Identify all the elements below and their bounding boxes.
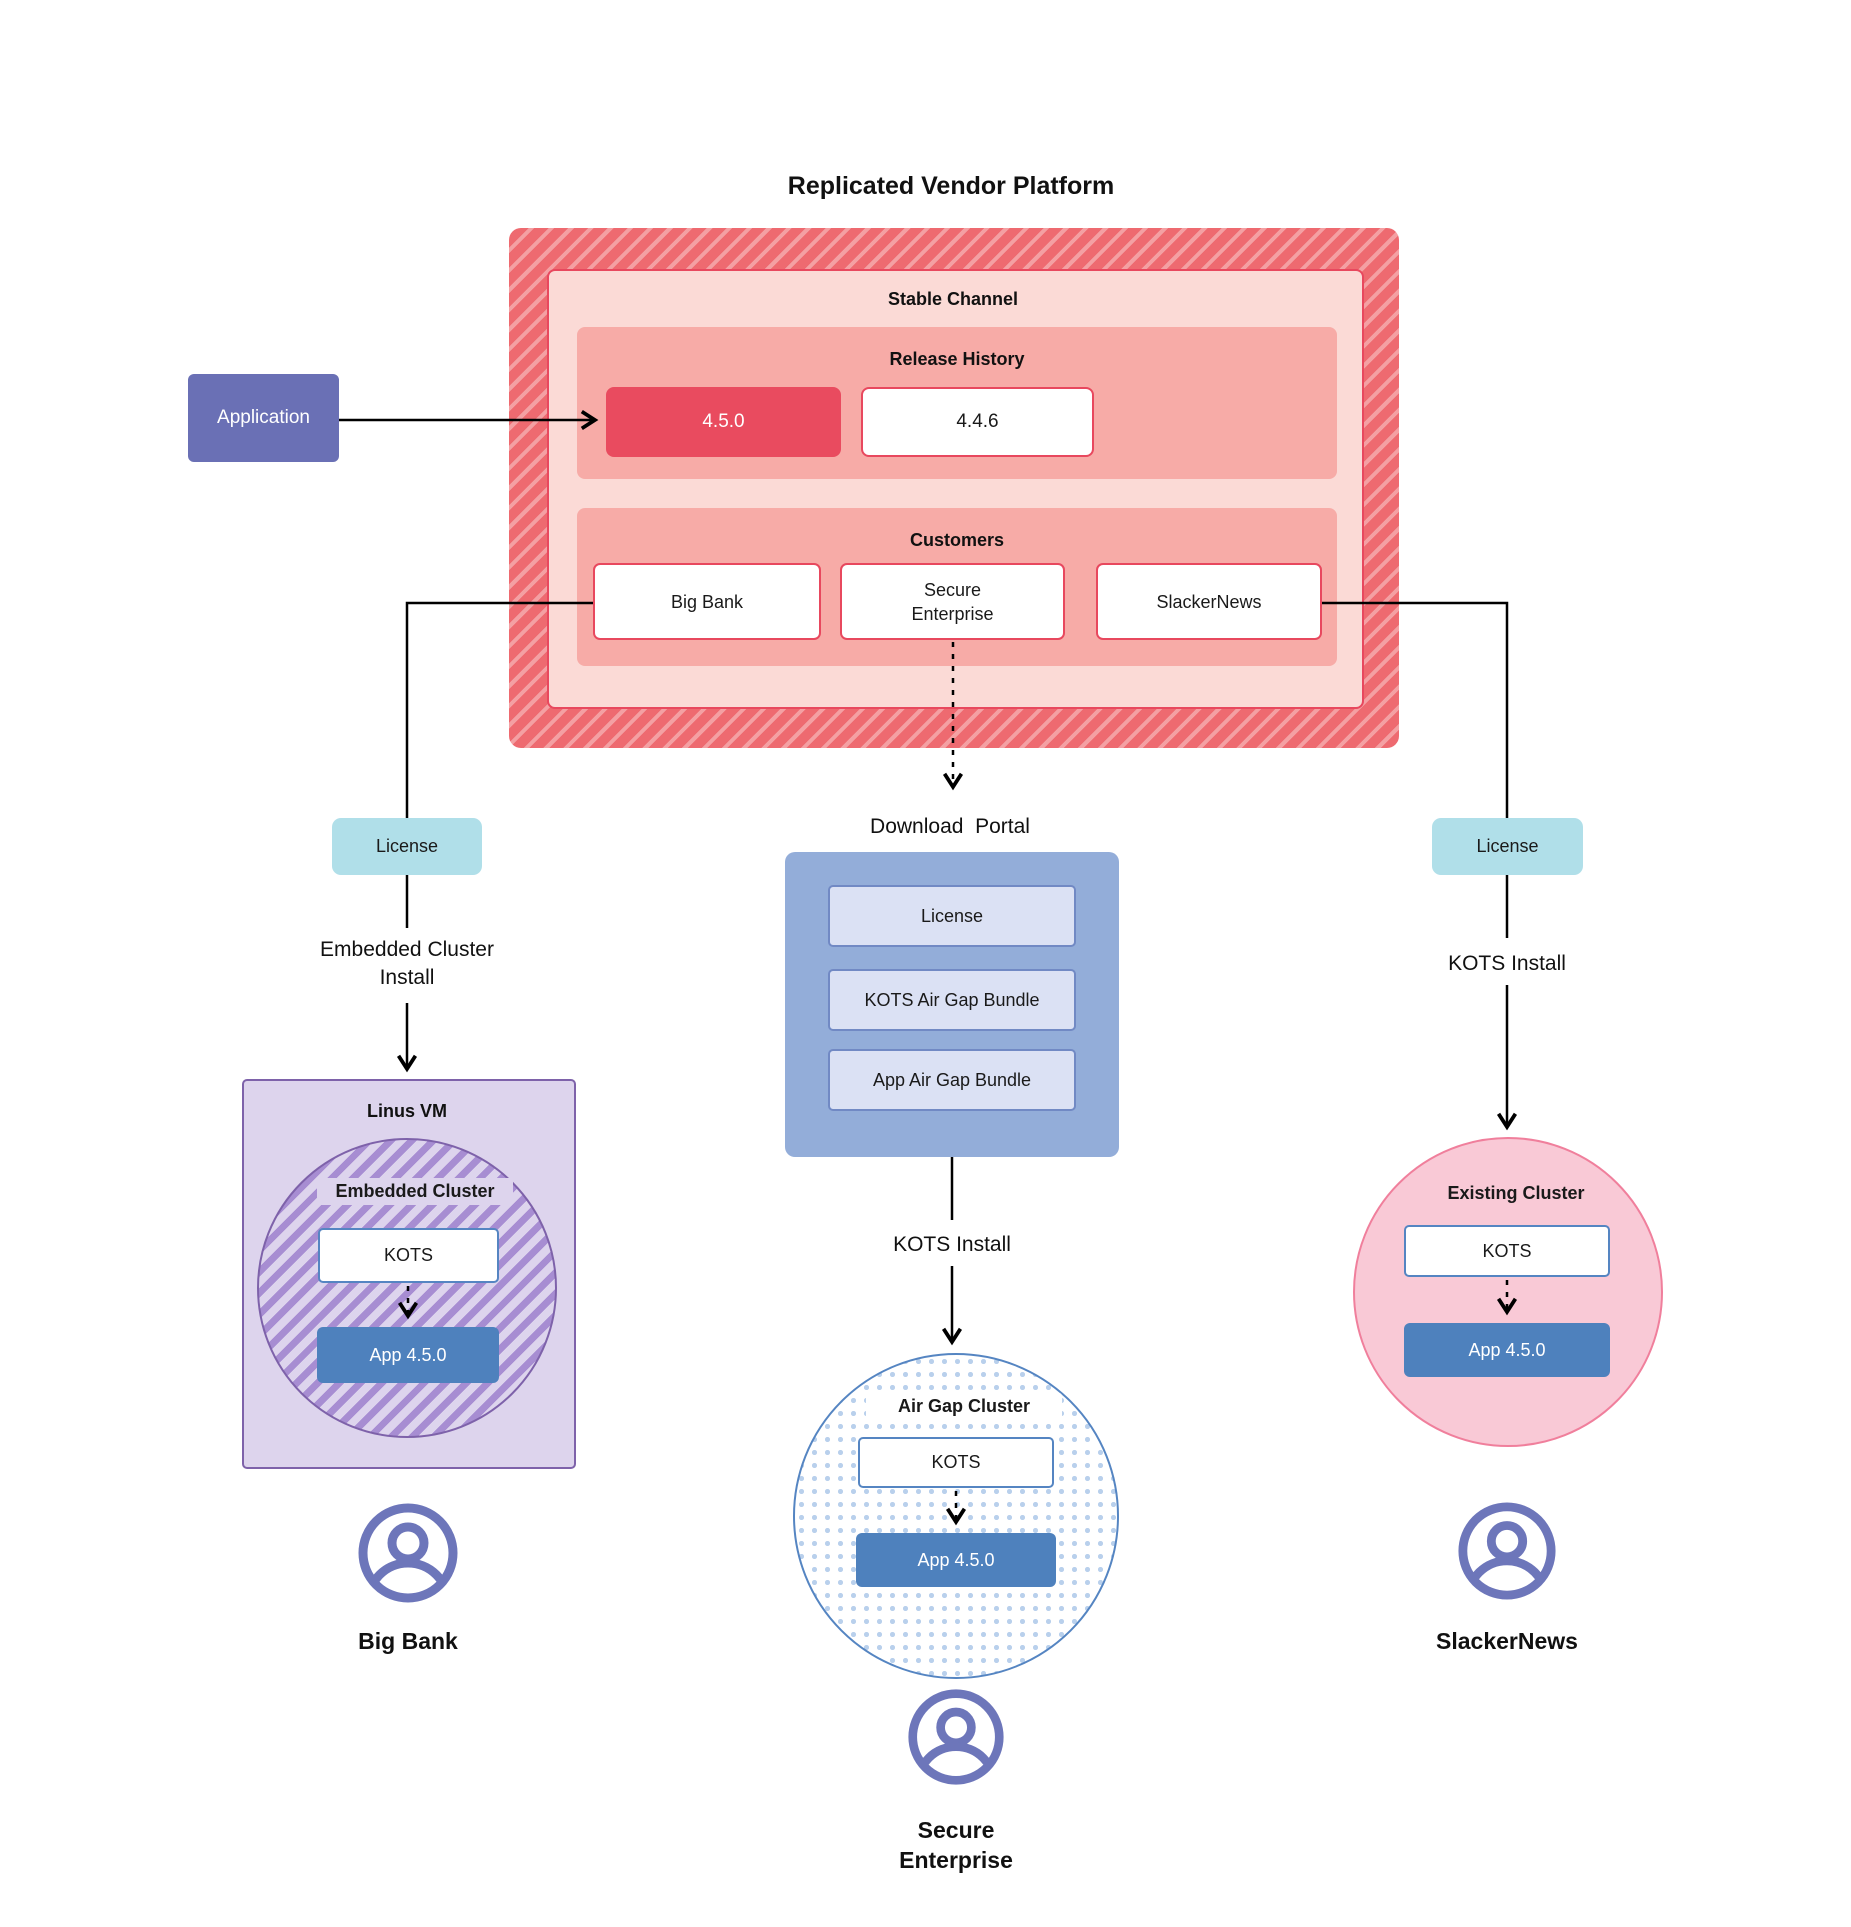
kots-install-right-label: KOTS Install	[1448, 952, 1566, 975]
big-bank-user-label: Big Bank	[358, 1628, 458, 1654]
kots-middle-node: KOTS	[858, 1437, 1054, 1488]
release-4-5-0: 4.5.0	[606, 387, 841, 457]
release-history-label: Release History	[889, 349, 1025, 369]
slackernews-user-icon	[1456, 1500, 1558, 1602]
customer-slackernews: SlackerNews	[1096, 563, 1322, 640]
customers-label: Customers	[909, 530, 1005, 550]
app-left-node: App 4.5.0	[317, 1327, 499, 1383]
customer-big-bank: Big Bank	[593, 563, 821, 640]
app-right-node: App 4.5.0	[1404, 1323, 1610, 1377]
embedded-cluster-install-label: Embedded Cluster Install	[320, 938, 494, 989]
release-4-4-6: 4.4.6	[861, 387, 1094, 457]
slackernews-user-label: SlackerNews	[1436, 1628, 1578, 1654]
big-bank-user-icon	[356, 1501, 460, 1605]
existing-cluster-label: Existing Cluster	[1447, 1183, 1585, 1203]
kots-right-node: KOTS	[1404, 1225, 1610, 1277]
customer-secure-enterprise: Secure Enterprise	[840, 563, 1065, 640]
app-middle-node: App 4.5.0	[856, 1533, 1056, 1587]
diagram-title: Replicated Vendor Platform	[787, 172, 1115, 200]
license-left-node: License	[332, 818, 482, 875]
secure-enterprise-user-icon	[906, 1687, 1006, 1787]
portal-app-bundle-node: App Air Gap Bundle	[828, 1049, 1076, 1111]
portal-kots-bundle-node: KOTS Air Gap Bundle	[828, 969, 1076, 1031]
air-gap-cluster-label: Air Gap Cluster	[866, 1393, 1062, 1420]
linus-vm-label: Linus VM	[367, 1101, 447, 1121]
license-right-node: License	[1432, 818, 1583, 875]
stable-channel-label: Stable Channel	[887, 289, 1019, 309]
embedded-cluster-label: Embedded Cluster	[317, 1178, 513, 1205]
secure-enterprise-user-label: Secure Enterprise	[899, 1817, 1013, 1873]
kots-install-middle-label: KOTS Install	[893, 1233, 1011, 1256]
kots-left-node: KOTS	[318, 1228, 499, 1283]
portal-license-node: License	[828, 885, 1076, 947]
application-node: Application	[188, 374, 339, 462]
download-portal-label: Download Portal	[870, 815, 1030, 838]
